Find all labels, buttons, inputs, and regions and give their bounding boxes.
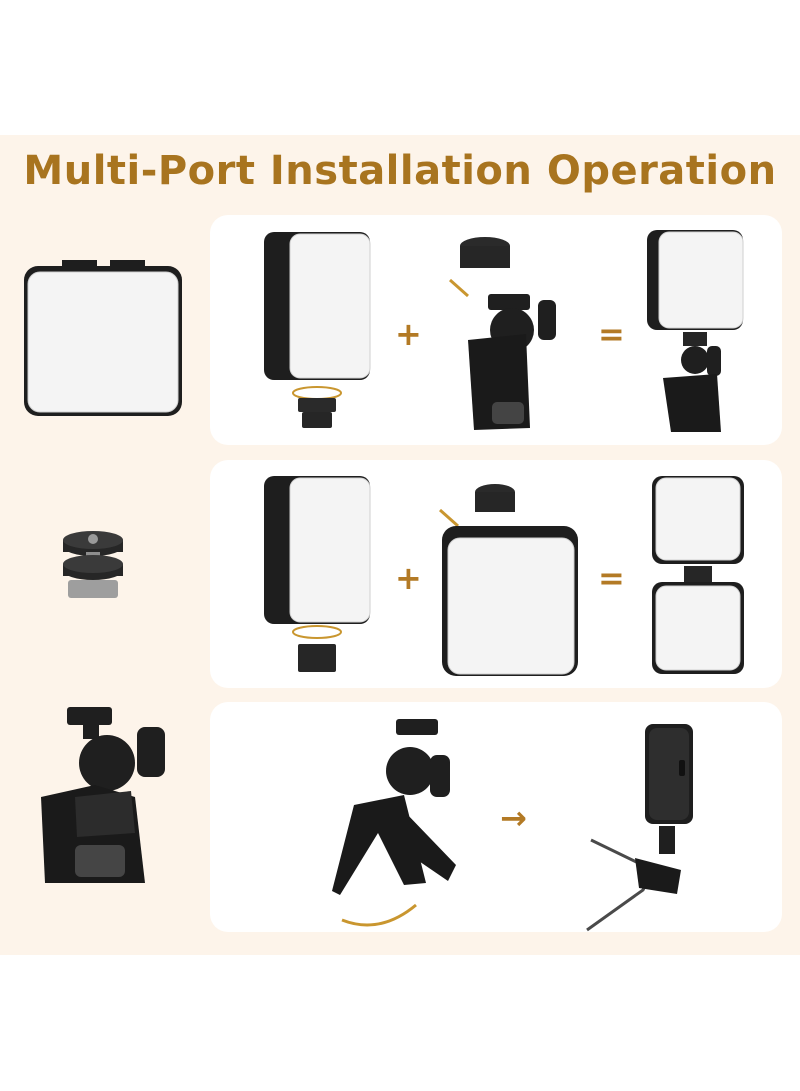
plus-sign: + xyxy=(395,315,422,353)
equals-sign: = xyxy=(598,559,625,597)
light-panel-with-shoe-image xyxy=(439,484,578,676)
light-clipped-on-stand-image xyxy=(586,724,693,932)
arrow-right: → xyxy=(500,799,527,837)
clip-tripod-stand-image xyxy=(332,719,456,927)
light-with-cold-shoe-image xyxy=(264,476,371,672)
light-with-cold-shoe-image xyxy=(264,232,371,428)
page-title: Multi-Port Installation Operation xyxy=(23,148,777,194)
light-panel-image xyxy=(24,260,182,416)
stacked-lights-image xyxy=(652,476,744,674)
double-cold-shoe-image xyxy=(63,531,123,598)
clip-mount-image xyxy=(41,707,165,883)
clip-mount-with-shoe-image xyxy=(449,237,556,430)
equals-sign: = xyxy=(598,315,625,353)
plus-sign: + xyxy=(395,559,422,597)
light-on-clip-image xyxy=(647,230,744,432)
row-3-panel xyxy=(210,702,782,932)
